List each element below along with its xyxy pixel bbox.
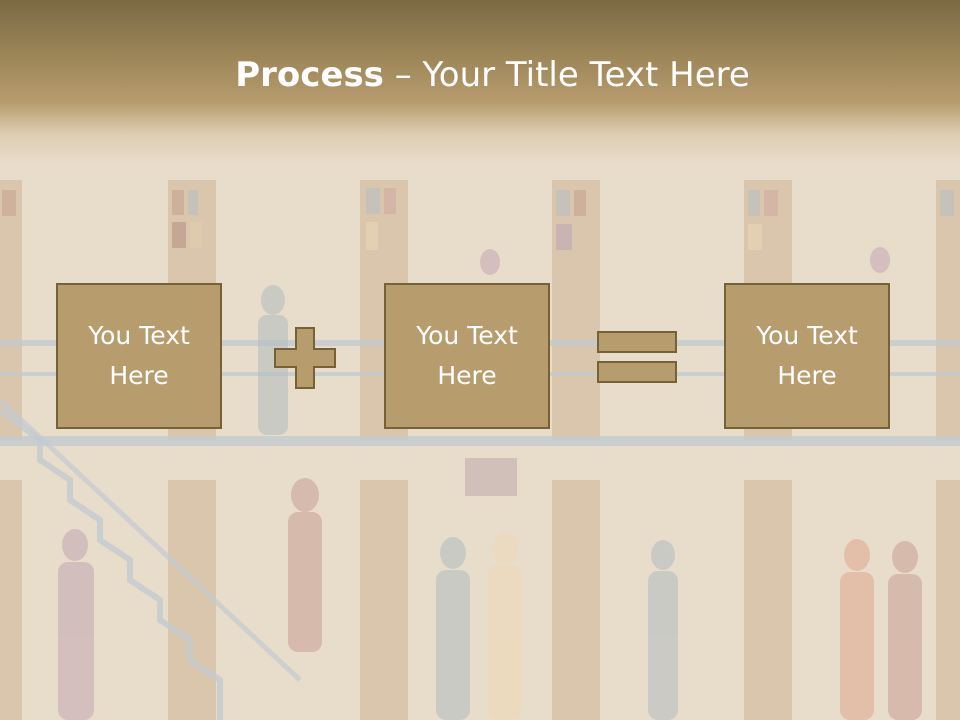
process-box-3[interactable]: You Text Here [724, 283, 890, 429]
slide-title: Process – Your Title Text Here [0, 52, 960, 98]
staircase [0, 407, 223, 720]
title-bold: Process [235, 55, 384, 95]
equals-icon [597, 331, 677, 383]
upper-book-spines [2, 188, 954, 250]
title-rest: – Your Title Text Here [383, 55, 750, 95]
process-box-1[interactable]: You Text Here [56, 283, 222, 429]
wall-sign [465, 458, 517, 496]
process-box-2-text: You Text Here [416, 321, 518, 390]
process-box-2[interactable]: You Text Here [384, 283, 550, 429]
process-box-1-text: You Text Here [88, 321, 190, 390]
lower-bookshelves [0, 480, 960, 720]
plus-icon [274, 327, 336, 389]
title-band [0, 0, 960, 165]
process-box-3-text: You Text Here [756, 321, 858, 390]
people-silhouettes [58, 247, 922, 720]
